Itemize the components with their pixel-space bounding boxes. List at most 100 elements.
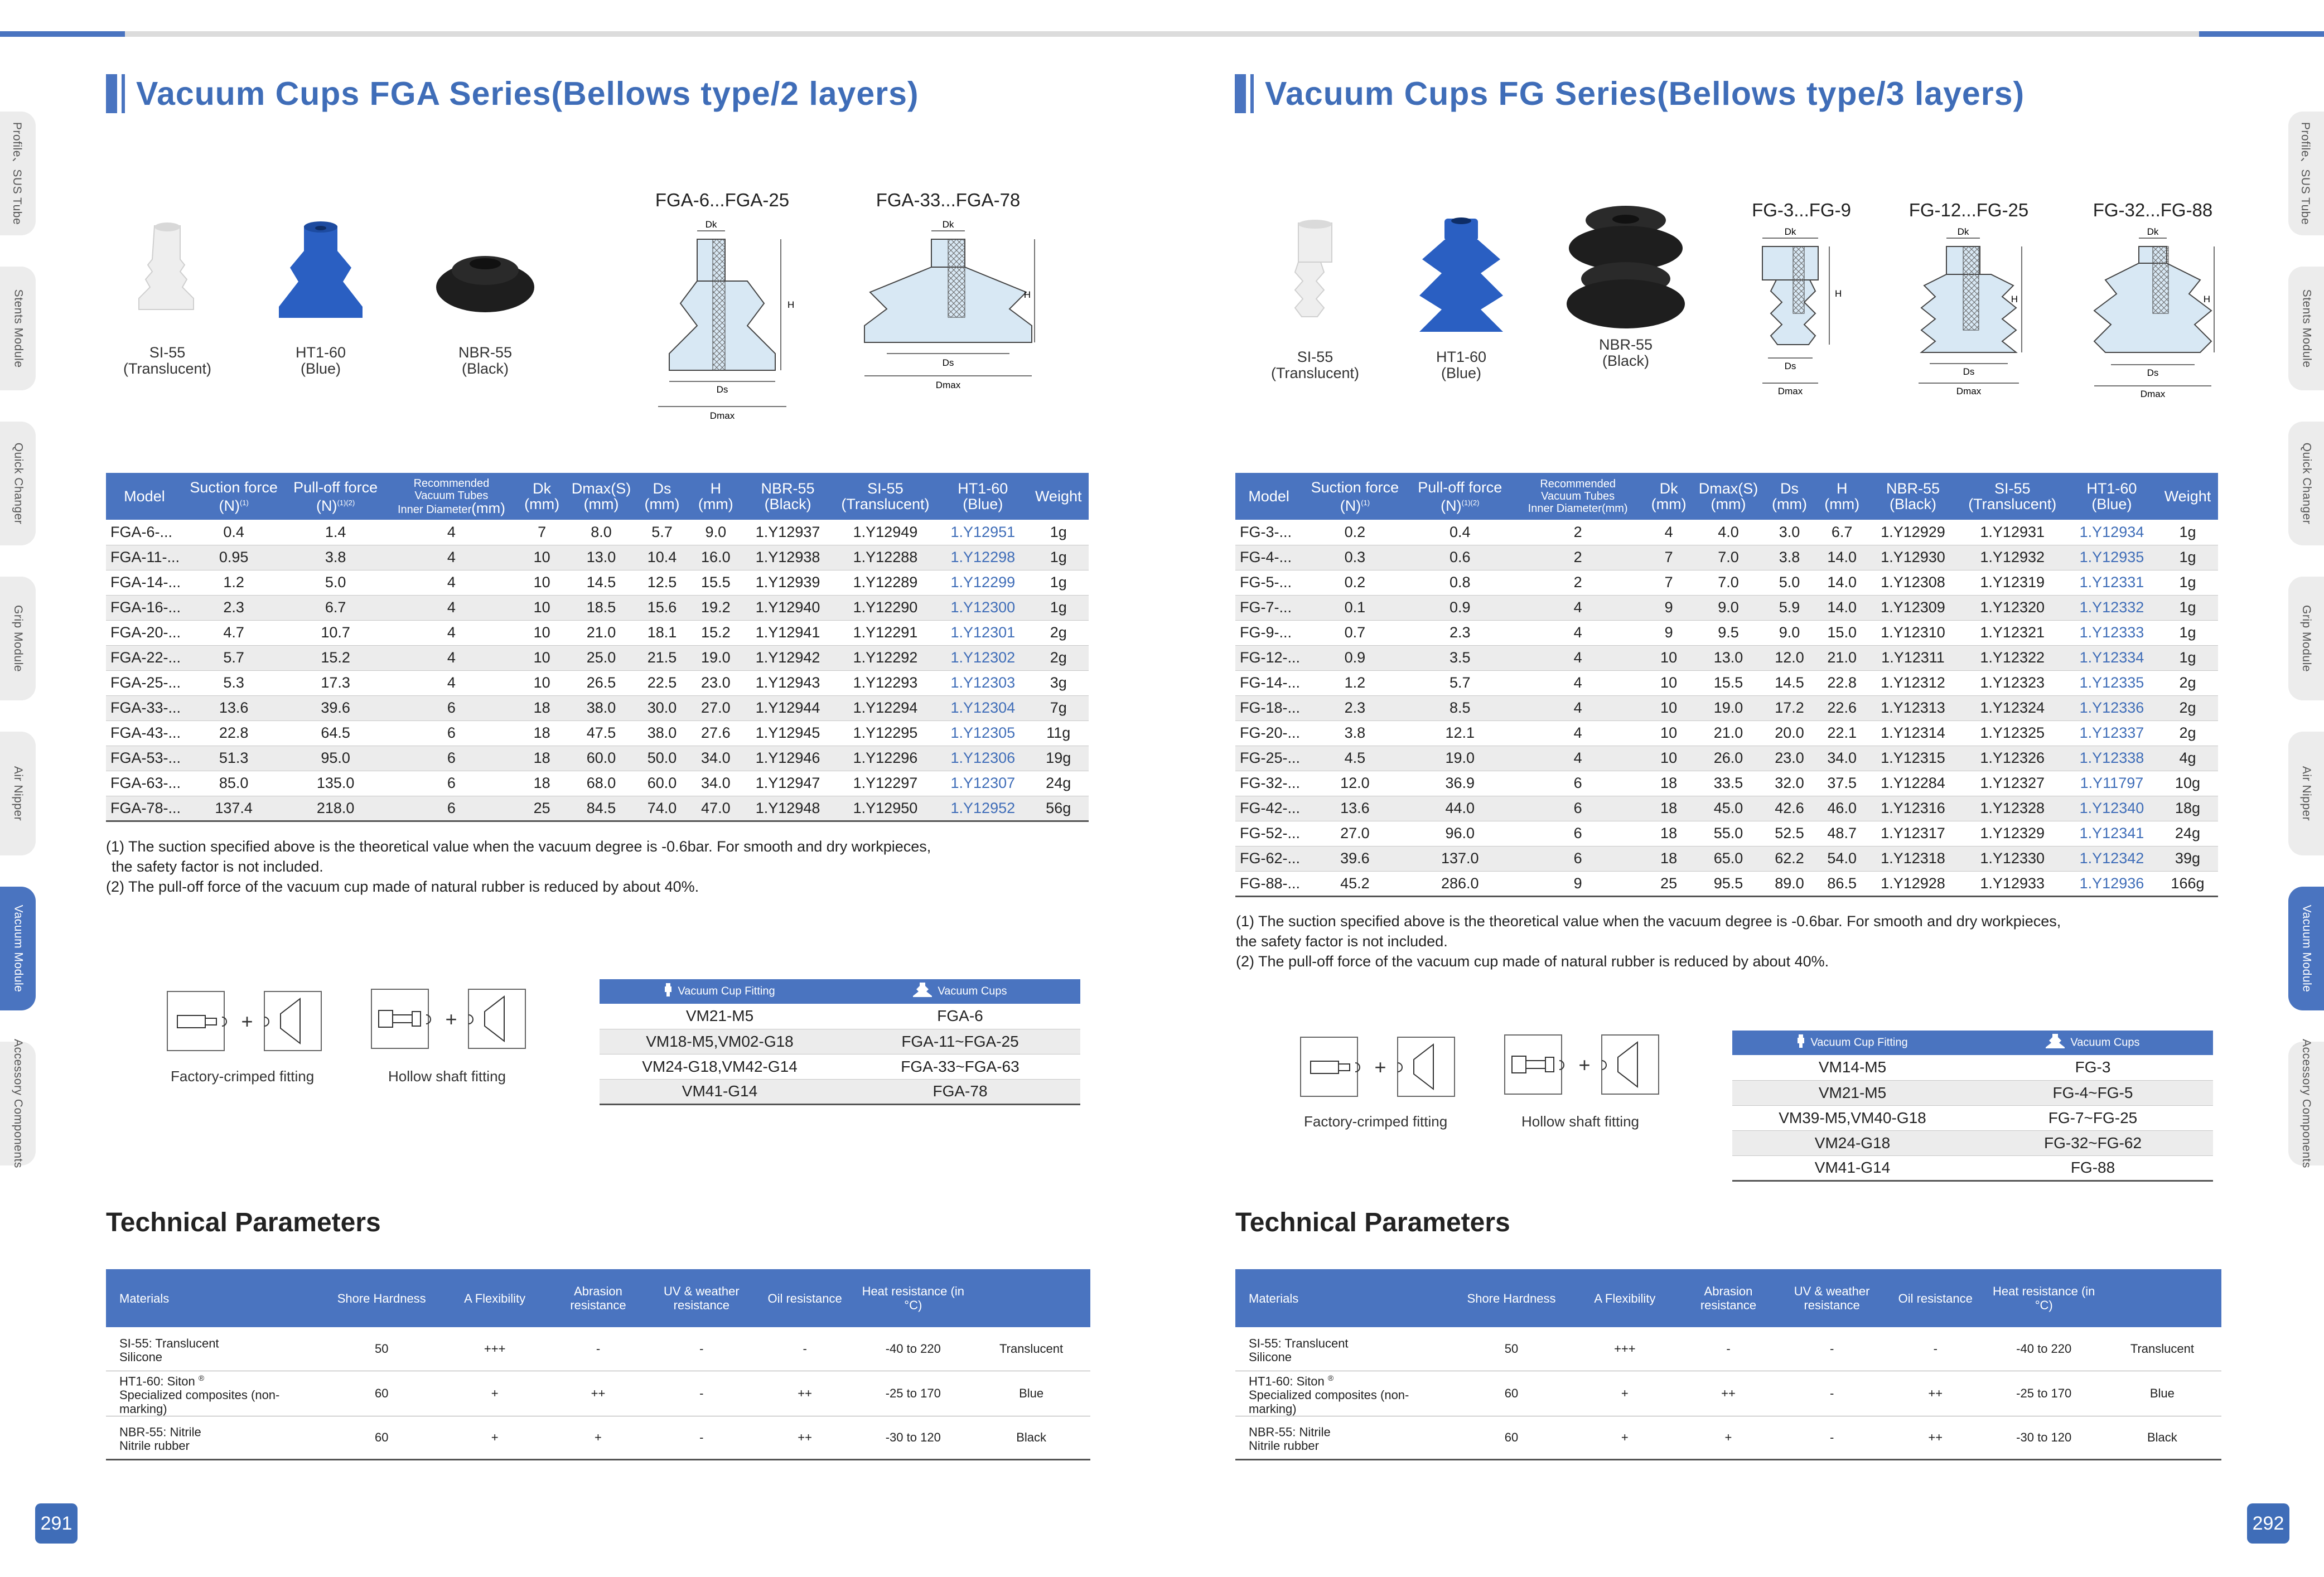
section-heading: Technical Parameters bbox=[106, 1208, 381, 1237]
material-cell: NBR-55: Nitrile Nitrile rubber bbox=[106, 1416, 323, 1460]
spec-cell: 18 bbox=[516, 746, 568, 771]
spec-cell: FG-52-... bbox=[1235, 821, 1303, 846]
col-unit: (N) bbox=[219, 497, 240, 514]
spec-cell: 6 bbox=[1513, 771, 1644, 796]
spec-cell: 12.0 bbox=[1762, 645, 1816, 671]
spec-cell: 4 bbox=[386, 520, 516, 545]
spec-cell: 1.Y12318 bbox=[1867, 846, 1959, 872]
spec-table: Model Suction force(N)(1) Pull-off force… bbox=[1235, 473, 2218, 897]
col-note: (1) bbox=[239, 498, 249, 507]
col-label: Inner Diameter(mm) bbox=[1528, 502, 1628, 515]
spec-cell: 4 bbox=[1513, 620, 1644, 646]
spec-cell: 1.Y12320 bbox=[1958, 595, 2066, 621]
spec-cell: 18 bbox=[1643, 821, 1694, 846]
spec-cell: 23.0 bbox=[689, 670, 743, 696]
cross-section-drawing: Dk H Ds Dmax bbox=[864, 219, 1035, 390]
product-photo-si55: SI-55 (Translucent) bbox=[114, 220, 220, 377]
tech-cell: Blue bbox=[972, 1371, 1090, 1416]
spec-cell: FGA-16-... bbox=[106, 595, 183, 621]
tech-cell: -40 to 220 bbox=[854, 1327, 973, 1371]
spec-cell: 12.5 bbox=[635, 570, 689, 596]
spec-cell: 1.Y12293 bbox=[833, 670, 938, 696]
side-tab-grip[interactable]: Grip Module bbox=[2288, 577, 2324, 700]
photo-label: SI-55 bbox=[149, 344, 186, 361]
fitting-cell: VM41-G14 bbox=[1732, 1155, 1973, 1182]
spec-cell: 1.Y12309 bbox=[1867, 595, 1959, 621]
dim-ds: Ds bbox=[717, 384, 728, 395]
spec-cell: 27.0 bbox=[689, 695, 743, 721]
photo-label: SI-55 bbox=[1297, 349, 1333, 365]
col-unit: (N) bbox=[1340, 497, 1361, 514]
spec-cell: 1.Y12327 bbox=[1958, 771, 2066, 796]
spec-cell: 0.2 bbox=[1302, 570, 1408, 596]
hollow-fitting-icon: + bbox=[1504, 1034, 1659, 1095]
col-dmax: Dmax(S)(mm) bbox=[1694, 473, 1763, 520]
spec-cell: 15.2 bbox=[689, 620, 743, 646]
spec-cell: 1.Y12329 bbox=[1958, 821, 2066, 846]
spec-cell: 68.0 bbox=[567, 771, 635, 796]
spec-cell: 18g bbox=[2157, 796, 2218, 821]
spec-cell: 5.7 bbox=[182, 645, 285, 671]
tech-cell: + bbox=[441, 1416, 549, 1460]
fitting-caption: Hollow shaft fitting bbox=[1521, 1113, 1639, 1130]
spec-cell: 1.Y12298 bbox=[938, 545, 1028, 570]
side-tab-grip[interactable]: Grip Module bbox=[0, 577, 36, 700]
side-tab-air-nipper[interactable]: Air Nipper bbox=[0, 732, 36, 855]
col-fitting: Vacuum Cup Fitting bbox=[1732, 1031, 1973, 1055]
tech-cell: -25 to 170 bbox=[1984, 1371, 2103, 1416]
col-unit: (mm) bbox=[524, 496, 560, 512]
spec-cell: 74.0 bbox=[635, 796, 689, 822]
side-tab-vacuum[interactable]: Vacuum Module bbox=[2288, 887, 2324, 1010]
photo-sublabel: (Black) bbox=[1602, 352, 1649, 369]
tech-cell: - bbox=[1777, 1327, 1886, 1371]
spec-cell: 1g bbox=[2157, 520, 2218, 545]
spec-cell: 1.2 bbox=[182, 570, 285, 596]
spec-cell: 1.Y12336 bbox=[2066, 695, 2157, 721]
material-name: NBR-55: Nitrile bbox=[1249, 1425, 1331, 1439]
side-tab-quick-changer[interactable]: Quick Changer bbox=[2288, 422, 2324, 545]
side-tab-accessory[interactable]: Accessory Components bbox=[2288, 1039, 2324, 1168]
spec-cell: 12.1 bbox=[1407, 720, 1513, 746]
spec-cell: 1.Y12326 bbox=[1958, 746, 2066, 771]
spec-cell: 84.5 bbox=[567, 796, 635, 822]
material-name: SI-55: Translucent bbox=[119, 1336, 219, 1351]
spec-cell: 85.0 bbox=[182, 771, 285, 796]
tech-cell: +++ bbox=[441, 1327, 549, 1371]
spec-cell: 5.9 bbox=[1762, 595, 1816, 621]
side-tab-profile[interactable]: Profile、SUS Tube bbox=[2288, 112, 2324, 235]
side-tab-profile[interactable]: Profile、SUS Tube bbox=[0, 112, 36, 235]
tech-cell: - bbox=[1777, 1416, 1886, 1460]
spec-cell: 39.6 bbox=[1302, 846, 1408, 872]
col-h: H(mm) bbox=[1816, 473, 1868, 520]
spec-cell: 1.Y12306 bbox=[938, 746, 1028, 771]
spec-cell: 4 bbox=[386, 545, 516, 570]
side-tab-air-nipper[interactable]: Air Nipper bbox=[2288, 732, 2324, 855]
tech-col-header: Oil resistance bbox=[755, 1269, 854, 1327]
spec-cell: 95.0 bbox=[284, 746, 386, 771]
side-tab-vacuum[interactable]: Vacuum Module bbox=[0, 887, 36, 1010]
spec-cell: 34.0 bbox=[1816, 746, 1868, 771]
side-tab-quick-changer[interactable]: Quick Changer bbox=[0, 422, 36, 545]
spec-cell: 1.Y12332 bbox=[2066, 595, 2157, 621]
col-cups: Vacuum Cups bbox=[840, 979, 1080, 1004]
side-tab-stents[interactable]: Stents Module bbox=[0, 267, 36, 390]
side-tab-accessory[interactable]: Accessory Components bbox=[0, 1039, 36, 1168]
spec-cell: 12.0 bbox=[1302, 771, 1408, 796]
side-tab-stents[interactable]: Stents Module bbox=[2288, 267, 2324, 390]
title-marker bbox=[1250, 74, 1254, 113]
spec-cell: 1.Y12930 bbox=[1867, 545, 1959, 570]
side-tab-label: Vacuum Module bbox=[2300, 904, 2313, 993]
spec-cell: 50.0 bbox=[635, 746, 689, 771]
